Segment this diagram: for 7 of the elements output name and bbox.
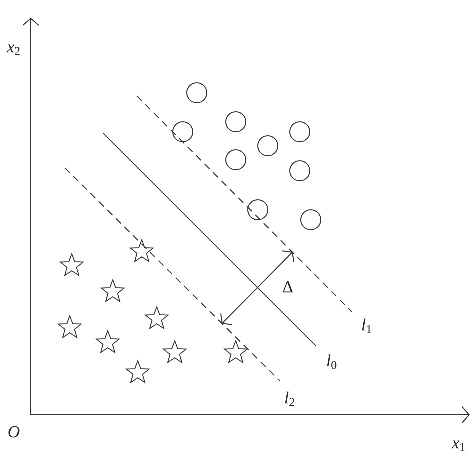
axis-label: x$_{1}$ — [452, 440, 465, 452]
origin-label: O — [8, 426, 20, 438]
line-label: l$_{2}$ — [285, 392, 294, 406]
margin-label: Δ — [283, 281, 293, 293]
line-label: l$_{1}$ — [362, 318, 372, 334]
line-label: l$_{0}$ — [327, 354, 337, 370]
axis-label: x$_{2}$ — [6, 44, 20, 56]
